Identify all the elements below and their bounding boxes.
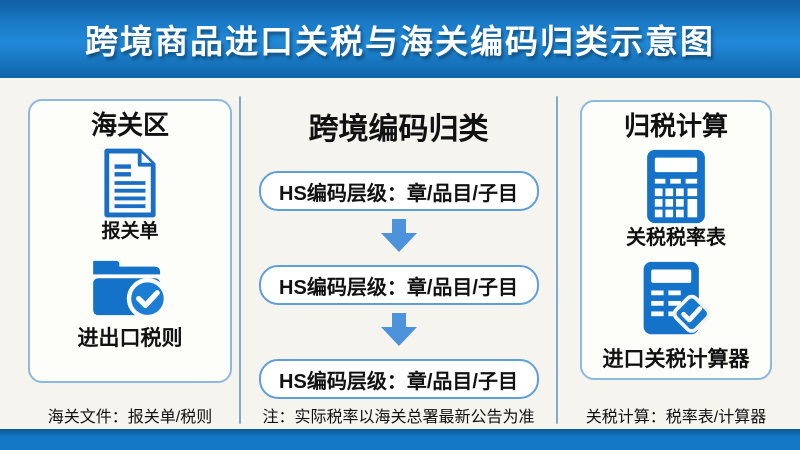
footnote-coding: 注：实际税率以海关总署最新公告为准 xyxy=(262,409,535,426)
folder-check-icon xyxy=(87,255,173,320)
arrow-down-icon xyxy=(379,219,419,257)
calculator-icon xyxy=(645,148,707,225)
calculator-check-icon xyxy=(639,260,713,340)
customs-item-label: 报关单 xyxy=(101,221,159,243)
tax-item-label: 进口关税计算器 xyxy=(602,348,750,372)
divider-right xyxy=(556,96,558,424)
tax-item-label: 关税税率表 xyxy=(626,227,726,250)
footnote-customs: 海关文件：报关单/税则 xyxy=(47,409,213,426)
panel-coding-flow: 跨境编码归类 HS编码层级：章/品目/子目 HS编码层级：章/品目/子目 HS编… xyxy=(242,96,555,399)
bottom-bar xyxy=(0,429,800,450)
divider-left xyxy=(239,96,241,424)
footnote-tax: 关税计算：税率表/计算器 xyxy=(585,409,767,426)
panel-customs-title: 海关区 xyxy=(90,110,169,140)
page-title: 跨境商品进口关税与海关编码归类示意图 xyxy=(85,23,715,60)
document-icon xyxy=(101,147,159,219)
header-banner: 跨境商品进口关税与海关编码归类示意图 xyxy=(0,0,800,78)
coding-title: 跨境编码归类 xyxy=(308,113,489,146)
panel-customs-zone: 海关区 报关单 进出口税则 xyxy=(28,99,232,383)
hs-level-box-1: HS编码层级：章/品目/子目 xyxy=(258,171,539,211)
panel-tax-calc: 归税计算 关税税率表 xyxy=(580,100,772,380)
customs-item-label: 进出口税则 xyxy=(77,327,183,351)
hs-level-box-3: HS编码层级：章/品目/子目 xyxy=(258,359,539,399)
hs-level-box-2: HS编码层级：章/品目/子目 xyxy=(258,265,539,305)
panel-tax-title: 归税计算 xyxy=(623,111,728,141)
arrow-down-icon xyxy=(379,313,419,351)
